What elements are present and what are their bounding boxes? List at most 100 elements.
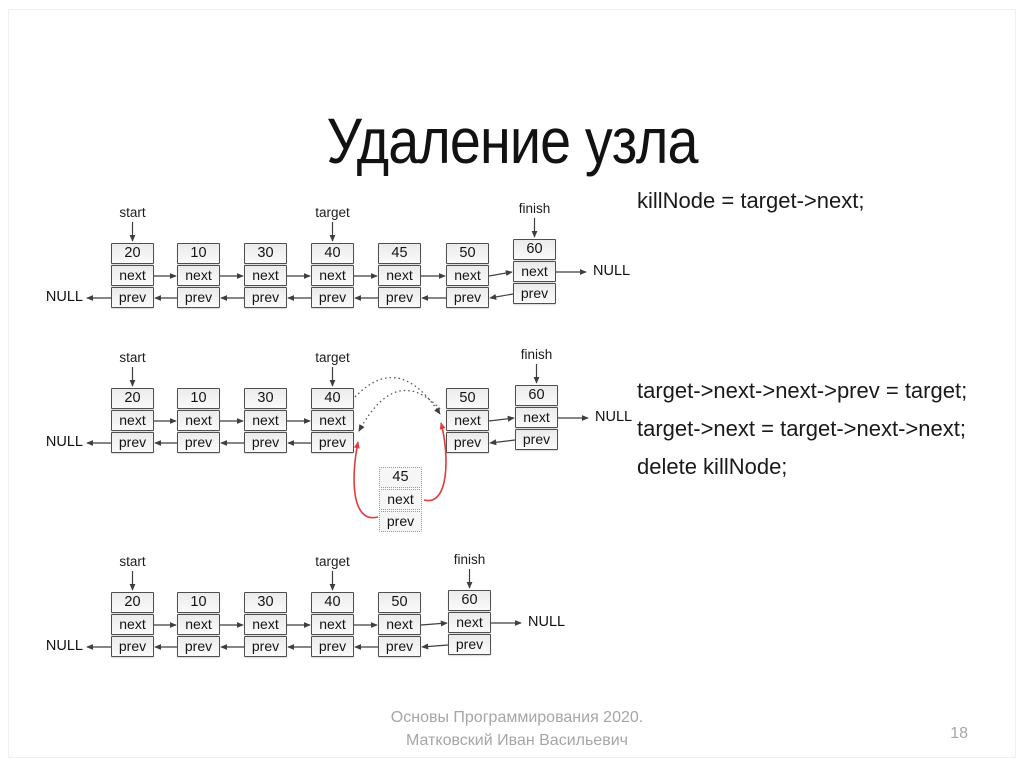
killnode-pointer-red-curve — [423, 422, 447, 502]
node-value: 50 — [446, 388, 489, 409]
null-label-left: NULL — [45, 434, 83, 450]
code-step-1: killNode = target->next; — [637, 186, 864, 216]
node-value: 40 — [311, 388, 354, 409]
node-prev-field: prev — [177, 287, 220, 308]
pointer-label-target: target — [315, 554, 350, 569]
node-prev-field: prev — [311, 432, 354, 453]
pointer-label-start: start — [119, 350, 146, 365]
node-prev-field: prev — [378, 636, 421, 657]
pointer-label-target: target — [315, 350, 350, 365]
node-next-field: next — [111, 410, 154, 431]
node-prev-field: prev — [446, 287, 489, 308]
node-prev-field: prev — [244, 432, 287, 453]
null-label-left: NULL — [45, 638, 83, 654]
node-next-field: next — [111, 614, 154, 635]
pointer-label-target: target — [315, 205, 350, 220]
node-value: 10 — [177, 592, 220, 613]
code-step-2: target->next->next->prev = target; targe… — [637, 372, 967, 486]
node-value: 50 — [378, 592, 421, 613]
next-arrow — [420, 620, 448, 627]
node-next-field: next — [379, 489, 422, 510]
node-prev-field: prev — [111, 432, 154, 453]
node-next-field: next — [177, 410, 220, 431]
node-prev-field: prev — [513, 283, 556, 304]
code-line: delete killNode; — [637, 454, 788, 479]
node-next-field: next — [244, 614, 287, 635]
node-next-field: next — [177, 614, 220, 635]
null-label-right: NULL — [595, 409, 633, 425]
node-value: 60 — [515, 385, 558, 406]
node-next-field: next — [177, 265, 220, 286]
node-prev-field: prev — [378, 287, 421, 308]
node-prev-field: prev — [244, 636, 287, 657]
node-prev-field: prev — [446, 432, 489, 453]
node-prev-field: prev — [515, 429, 558, 450]
rewired-link-dotted-arc — [354, 376, 441, 415]
node-prev-field: prev — [311, 636, 354, 657]
null-label-right: NULL — [593, 263, 631, 279]
node-prev-field: prev — [244, 287, 287, 308]
pointer-label-start: start — [119, 554, 146, 569]
node-prev-field: prev — [379, 511, 422, 532]
page-title: Удаление узла — [326, 104, 698, 177]
next-arrow — [488, 415, 515, 422]
node-value: 30 — [244, 243, 287, 264]
node-value: 60 — [448, 590, 491, 611]
node-prev-field: prev — [177, 636, 220, 657]
node-value: 45 — [379, 467, 422, 488]
node-value: 30 — [244, 592, 287, 613]
node-next-field: next — [244, 265, 287, 286]
footer-course: Основы Программирования 2020. — [390, 709, 644, 726]
node-prev-field: prev — [111, 636, 154, 657]
prev-arrow — [489, 293, 514, 300]
node-next-field: next — [446, 265, 489, 286]
node-value: 20 — [111, 243, 154, 264]
node-next-field: next — [378, 265, 421, 286]
rewired-link-dotted-arc — [358, 389, 441, 432]
null-label-right: NULL — [528, 614, 566, 630]
node-next-field: next — [448, 612, 491, 633]
null-label-left: NULL — [45, 289, 83, 305]
node-next-field: next — [311, 265, 354, 286]
node-value: 50 — [446, 243, 489, 264]
node-value: 20 — [111, 592, 154, 613]
code-line: killNode = target->next; — [637, 188, 865, 213]
node-value: 10 — [177, 388, 220, 409]
next-arrow — [488, 270, 513, 277]
node-next-field: next — [515, 407, 558, 428]
node-next-field: next — [244, 410, 287, 431]
prev-arrow — [489, 439, 516, 446]
node-next-field: next — [378, 614, 421, 635]
node-value: 20 — [111, 388, 154, 409]
node-prev-field: prev — [311, 287, 354, 308]
code-line: target->next = target->next->next; — [637, 416, 966, 441]
prev-arrow — [421, 643, 449, 650]
pointer-label-finish: finish — [453, 552, 486, 567]
node-value: 10 — [177, 243, 220, 264]
killnode-pointer-red-curve — [353, 441, 379, 519]
footer-author: Матковский Иван Васильевич — [406, 732, 628, 749]
pointer-label-finish: finish — [518, 201, 551, 216]
node-value: 40 — [311, 243, 354, 264]
footer: Основы Программирования 2020. Матковский… — [312, 706, 722, 752]
node-next-field: next — [446, 410, 489, 431]
